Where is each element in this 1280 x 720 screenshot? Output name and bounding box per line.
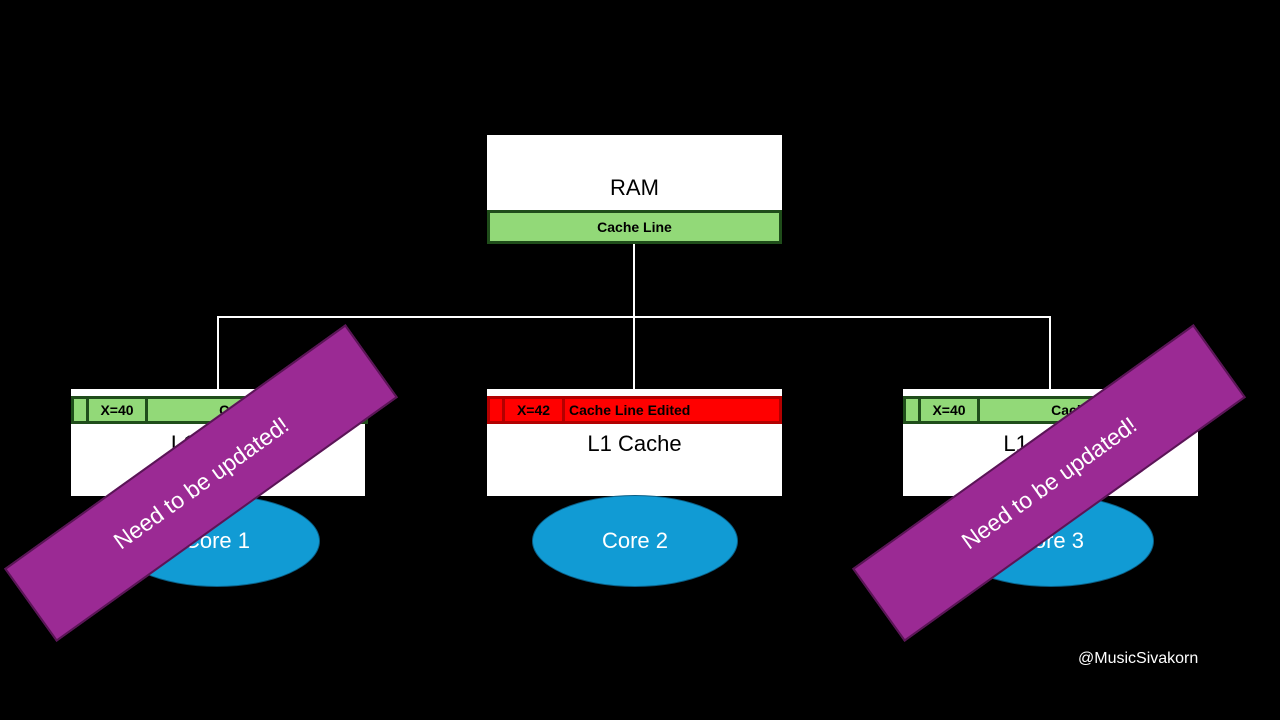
ram-box: RAM Cache Line [487,135,782,244]
l1-cache-box-2: L1 Cache X=42 Cache Line Edited [487,389,782,496]
bus-line [218,316,1051,318]
author-credit: @MusicSivakorn [1078,650,1199,667]
cache-line-value: X=40 [918,396,980,424]
core1-drop-line [217,316,219,389]
core-2: Core 2 [532,495,738,587]
l1-cache-label: L1 Cache [587,431,682,456]
cache-line-value: X=40 [86,396,148,424]
cache-line-label: Cache Line Edited [562,396,782,424]
ram-label: RAM [610,175,659,200]
ram-cache-line: Cache Line [487,210,782,244]
core3-drop-line [1049,316,1051,389]
l1-cache-line-2: X=42 Cache Line Edited [487,396,782,424]
cache-line-value: X=42 [502,396,565,424]
